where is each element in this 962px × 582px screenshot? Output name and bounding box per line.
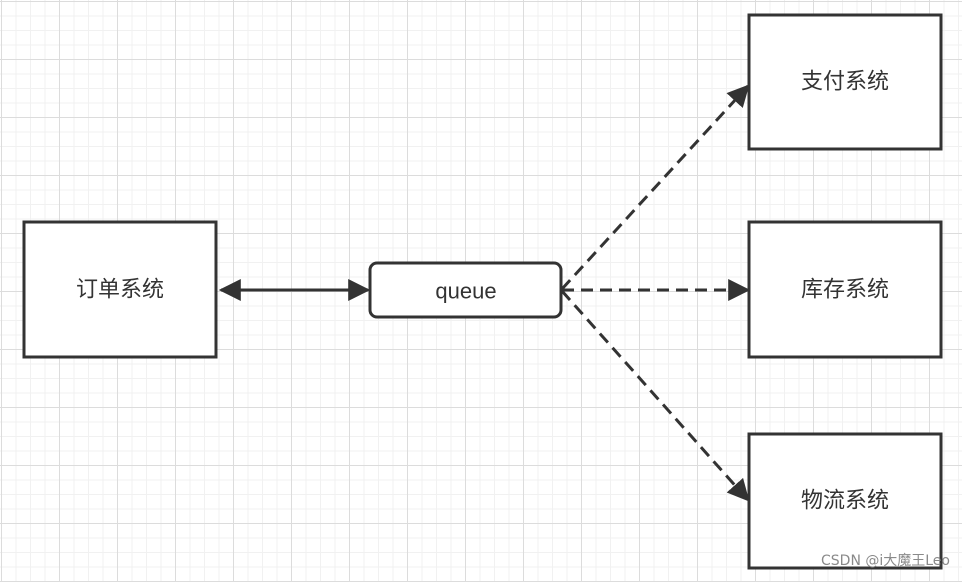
watermark: CSDN @i大魔王Leo [821, 553, 950, 569]
edge-queue-payment [560, 84, 750, 291]
node-payment-system[interactable]: 支付系统 [747, 13, 943, 151]
node-inventory-system[interactable]: 库存系统 [747, 220, 943, 359]
node-logistics-system[interactable]: 物流系统 [747, 432, 943, 570]
node-queue-label: queue [435, 279, 496, 304]
node-payment-system-label: 支付系统 [801, 70, 889, 95]
node-logistics-system-label: 物流系统 [801, 489, 889, 514]
node-order-system-label: 订单系统 [76, 278, 164, 303]
node-order-system[interactable]: 订单系统 [22, 220, 218, 359]
edge-queue-logistics [560, 290, 750, 502]
node-queue[interactable]: queue [368, 261, 563, 319]
node-inventory-system-label: 库存系统 [801, 278, 889, 303]
